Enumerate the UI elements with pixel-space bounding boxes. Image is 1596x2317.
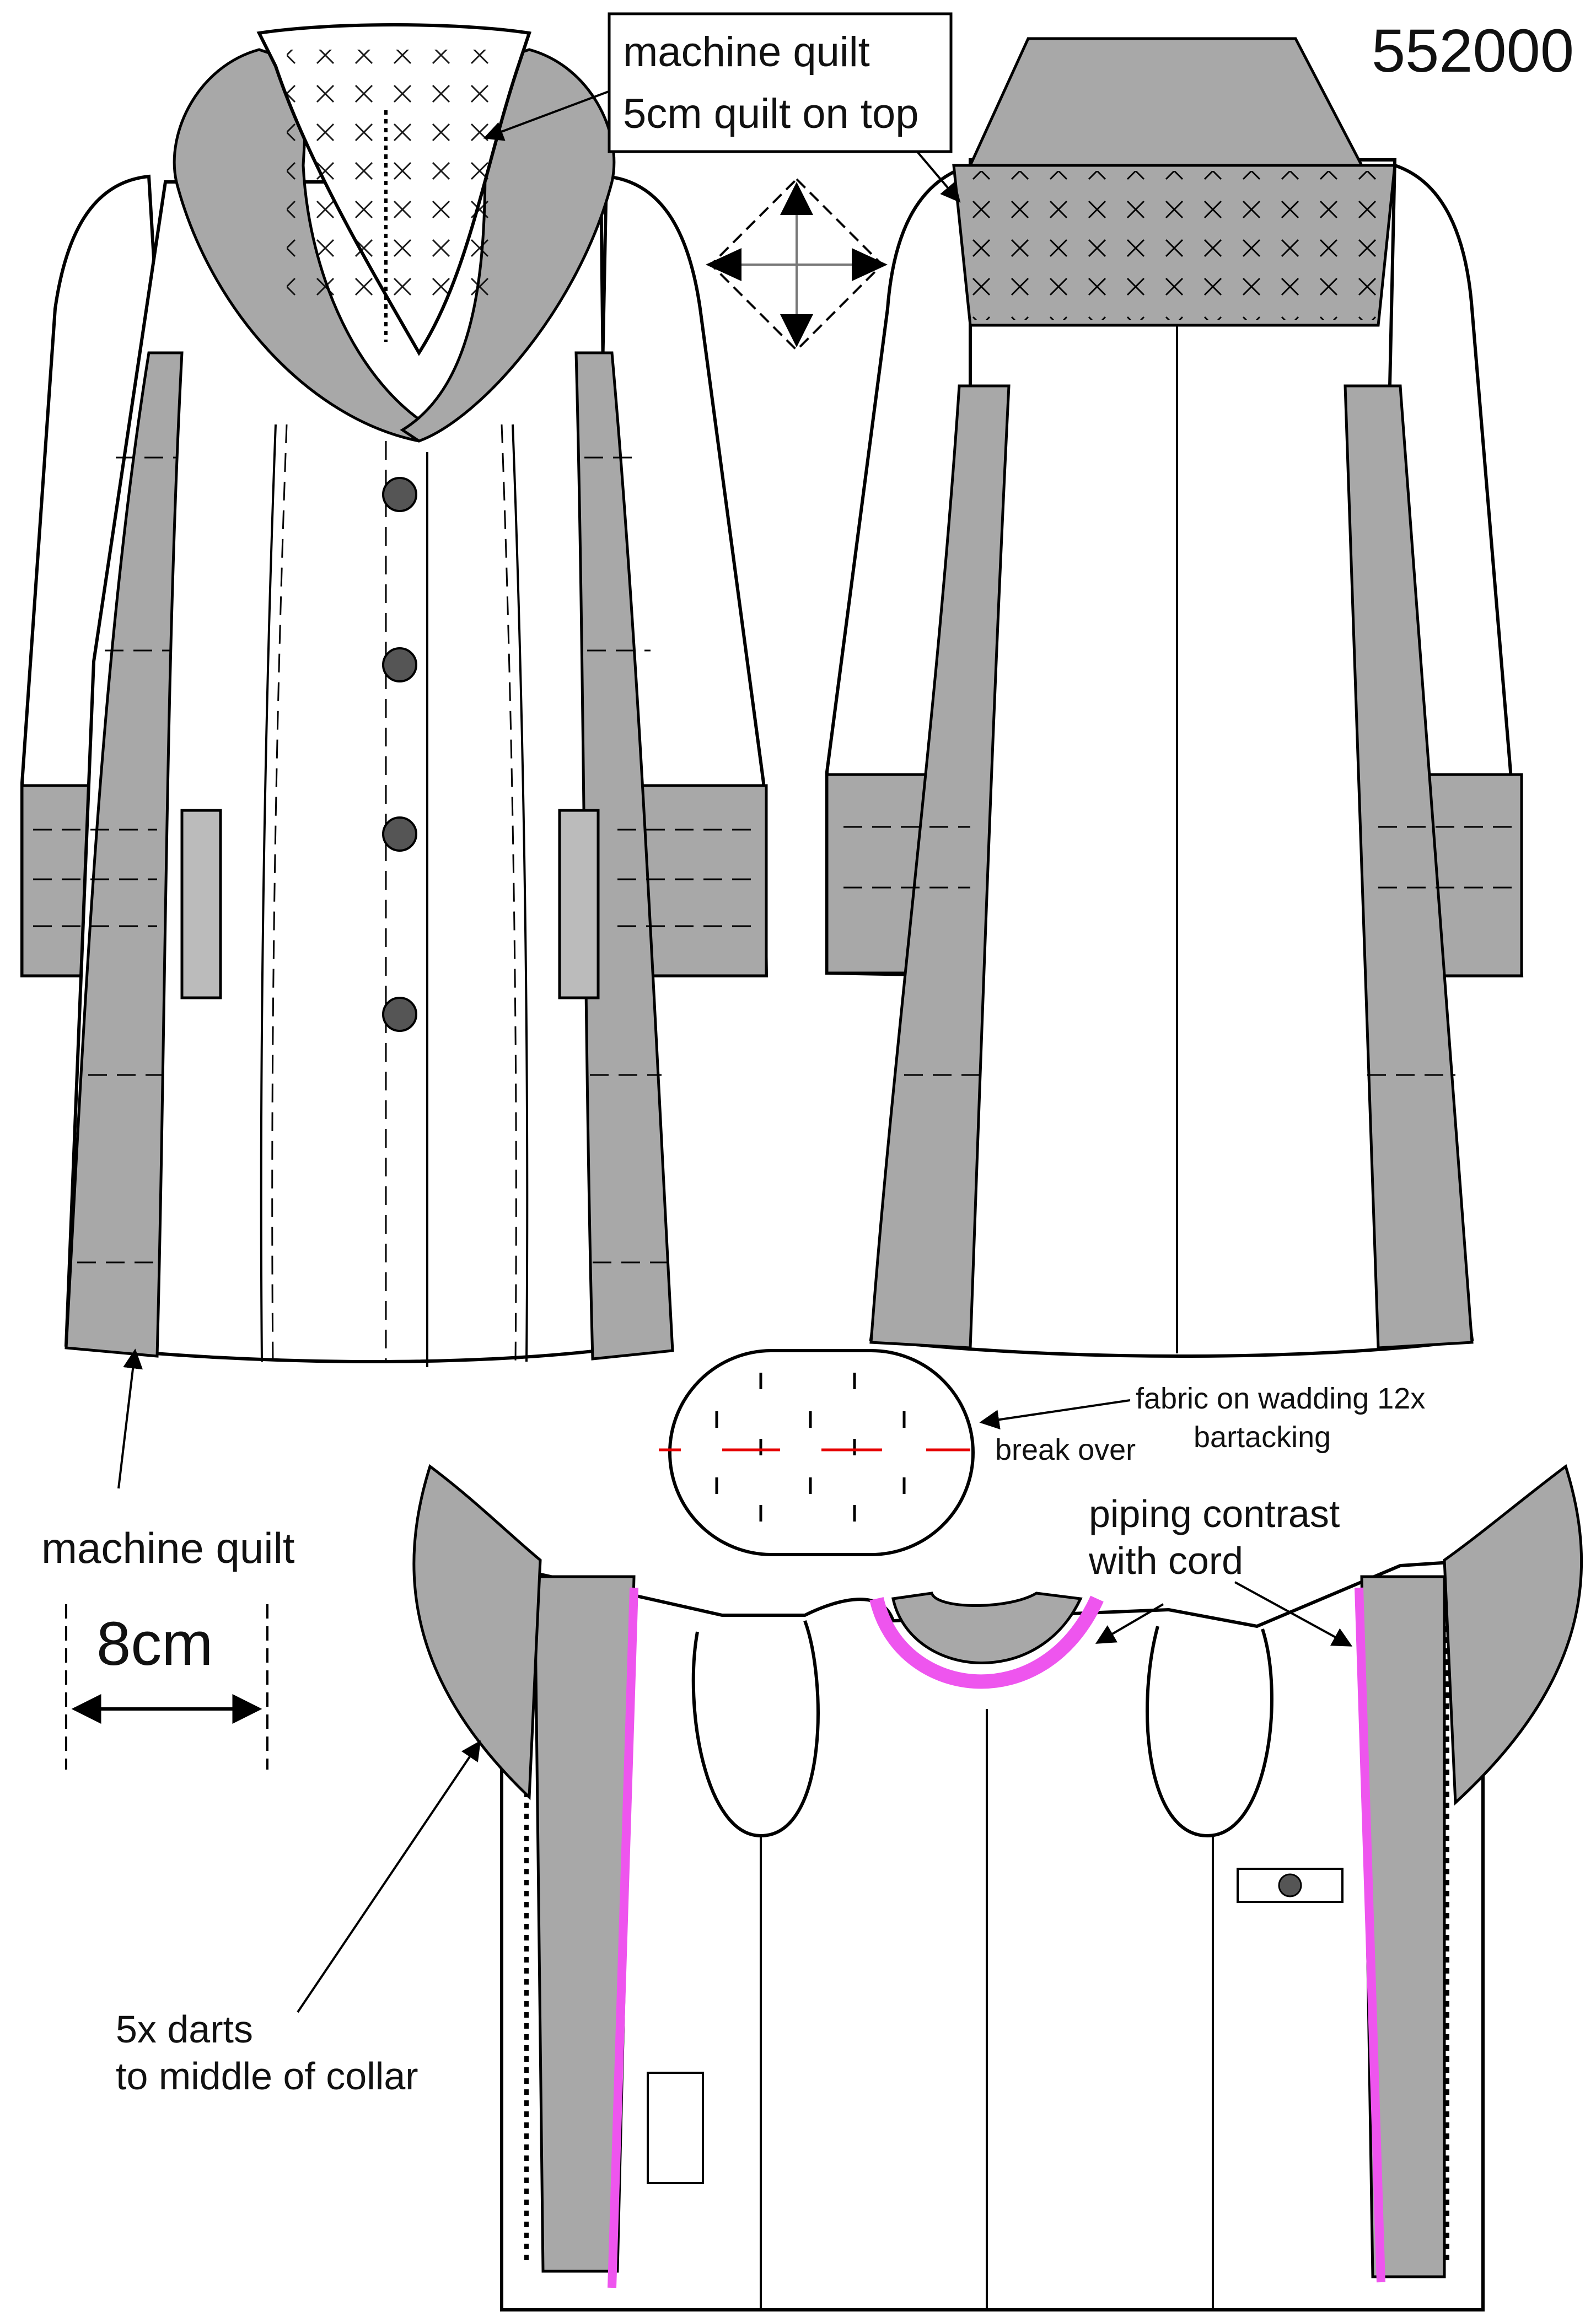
front-princess-seam-left <box>260 424 277 1362</box>
button-icon <box>382 647 417 682</box>
button-icon <box>1278 1873 1302 1897</box>
darts-label-line1: 5x darts <box>116 2008 253 2051</box>
piping-label-line1: piping contrast <box>1089 1492 1340 1535</box>
front-left-side-panel <box>65 351 184 1358</box>
front-left-pocket <box>180 809 222 999</box>
right-piping <box>1355 1587 1385 2283</box>
front-princess-seam-right <box>512 424 529 1362</box>
right-collar-wing <box>1443 1464 1583 1806</box>
style-number: 552000 <box>1372 17 1574 85</box>
back-right-side-panel <box>1344 384 1474 1350</box>
bartack-icon <box>715 1373 906 1522</box>
back-view <box>825 37 1524 1358</box>
inside-welt-pocket <box>1237 1868 1344 1903</box>
darts-label-line2: to middle of collar <box>116 2055 418 2098</box>
break-over-label: break over <box>995 1433 1136 1466</box>
front-right-pocket <box>558 809 600 999</box>
quilt-note-line1: machine quilt <box>623 29 870 76</box>
measure-label: 8cm <box>96 1609 213 1678</box>
inside-view <box>412 1464 1583 2311</box>
button-icon <box>382 477 417 512</box>
machine-quilt-label: machine quilt <box>41 1524 295 1572</box>
fabric-label-line1: fabric on wadding 12x <box>1136 1382 1425 1415</box>
back-stand-collar <box>968 37 1364 167</box>
quilt-note-line2: 5cm quilt on top <box>623 90 919 137</box>
inside-phone-pocket <box>647 2072 704 2184</box>
front-view <box>20 23 769 1367</box>
left-piping <box>608 1587 638 2288</box>
fabric-label-line2: bartacking <box>1194 1421 1331 1454</box>
lining-left-armhole <box>691 1620 820 1838</box>
button-icon <box>382 816 417 852</box>
button-icon <box>382 997 417 1032</box>
grain-direction-arrows-icon <box>706 178 888 352</box>
quilt-note-box <box>608 12 953 153</box>
front-right-side-panel <box>574 351 674 1361</box>
front-panel-quilt-lines <box>33 456 761 1264</box>
neck-piping <box>869 1595 1104 1689</box>
lining-right-armhole <box>1145 1626 1273 1838</box>
left-front-facing <box>533 1575 636 2273</box>
lining-body <box>500 1558 1485 2311</box>
piping-label-line2: with cord <box>1088 1539 1243 1582</box>
left-collar-wing <box>412 1464 542 1800</box>
front-buttons <box>382 477 417 1032</box>
bartack-detail <box>659 1349 975 1556</box>
measurement-8cm <box>65 1604 268 1770</box>
back-left-side-panel <box>869 384 1011 1350</box>
